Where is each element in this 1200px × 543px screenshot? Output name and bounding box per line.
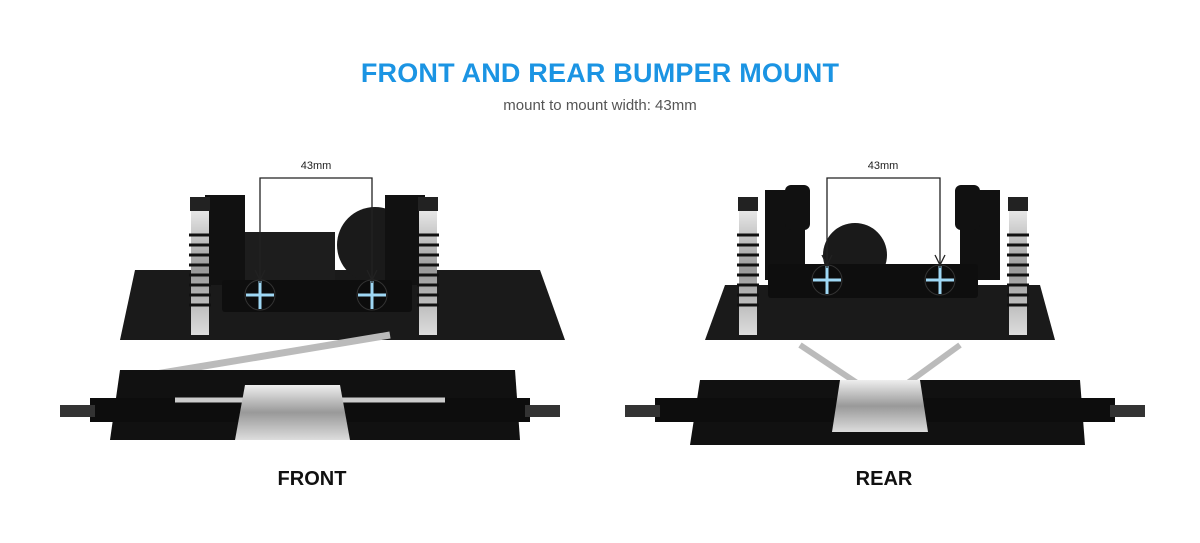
front-view-label: FRONT (277, 468, 347, 490)
front-chassis (60, 177, 565, 440)
front-left-shock (187, 195, 213, 337)
front-left-mount-marker (243, 278, 277, 312)
rear-dimension-line (821, 177, 946, 268)
rear-chassis (625, 177, 1145, 445)
page-title: FRONT AND REAR BUMPER MOUNT (360, 58, 840, 88)
rear-differential (832, 380, 928, 432)
rear-left-shock (735, 195, 761, 337)
rear-left-mount-marker (810, 263, 844, 297)
front-right-mount-marker (355, 278, 389, 312)
front-differential (235, 385, 350, 440)
rear-right-mount-marker (923, 263, 957, 297)
front-dimension-line (254, 177, 378, 283)
rear-view-label: REAR (855, 468, 913, 490)
front-dimension-label: 43mm (300, 160, 332, 172)
rear-dimension-label: 43mm (867, 160, 899, 172)
rear-right-shock (1005, 195, 1031, 337)
front-right-shock (415, 195, 441, 337)
page-subtitle: mount to mount width: 43mm (503, 97, 697, 114)
